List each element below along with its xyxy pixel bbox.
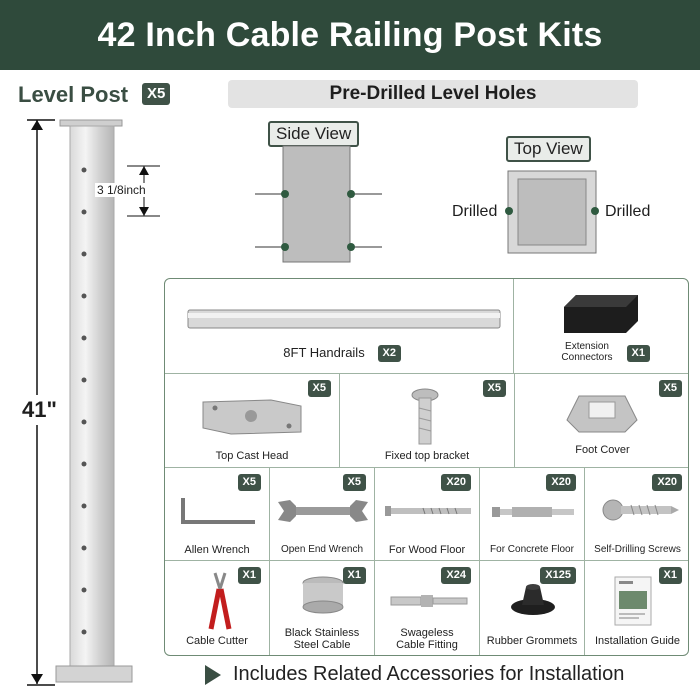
handrails-label: 8FT Handrails xyxy=(283,345,365,360)
wood-floor-cell: X20 For Wood Floor xyxy=(375,468,480,561)
bracket-cell: X5 Fixed top bracket xyxy=(340,374,515,468)
guide-qty: X1 xyxy=(658,567,682,584)
hole-spacing-label: 3 1/8inch xyxy=(95,183,148,197)
cast-head-image xyxy=(202,399,302,435)
cable-label-1: Black Stainless xyxy=(284,627,360,639)
top-view-tag: Top View xyxy=(506,136,591,162)
bracket-image xyxy=(411,388,439,445)
wood-screw-image xyxy=(385,506,471,516)
swageless-label-1: Swageless xyxy=(400,627,454,639)
allen-qty: X5 xyxy=(237,474,261,491)
anchor-bolt-image xyxy=(492,507,574,517)
connectors-qty: X1 xyxy=(626,345,650,362)
cable-label-2: Steel Cable xyxy=(293,639,351,651)
cast-head-label: Top Cast Head xyxy=(215,450,289,462)
bracket-qty: X5 xyxy=(482,380,506,397)
cable-cell: X1 Black Stainless Steel Cable xyxy=(270,561,375,655)
foot-cover-cell: X5 Foot Cover xyxy=(515,374,688,468)
allen-label: Allen Wrench xyxy=(184,544,250,556)
screws-cell: X20 Self-Drilling Screws xyxy=(585,468,688,561)
predrilled-heading: Pre-Drilled Level Holes xyxy=(228,80,638,108)
cutter-cell: X1 Cable Cutter xyxy=(165,561,270,655)
side-view-diagram xyxy=(255,145,382,263)
swageless-fitting-image xyxy=(390,595,468,607)
screws-label: Self-Drilling Screws xyxy=(594,544,681,555)
concrete-floor-cell: X20 For Concrete Floor xyxy=(480,468,585,561)
swageless-qty: X24 xyxy=(441,567,471,584)
swageless-cell: X24 Swageless Cable Fitting xyxy=(375,561,480,655)
cable-spool-image xyxy=(302,576,344,614)
page-title: 42 Inch Cable Railing Post Kits xyxy=(97,15,603,54)
concrete-floor-qty: X20 xyxy=(546,474,576,491)
cast-head-cell: X5 Top Cast Head xyxy=(165,374,340,468)
cable-cutter-image xyxy=(208,572,232,630)
drilled-right-label: Drilled xyxy=(605,203,651,220)
grommets-label: Rubber Grommets xyxy=(486,635,578,647)
open-wrench-label: Open End Wrench xyxy=(280,544,364,555)
top-view-diagram xyxy=(505,170,599,254)
footer-text: Includes Related Accessories for Install… xyxy=(233,663,625,685)
screws-qty: X20 xyxy=(652,474,682,491)
level-post-qty-badge: X5 xyxy=(142,83,171,105)
concrete-floor-label: For Concrete Floor xyxy=(490,544,574,555)
open-wrench-image xyxy=(278,500,368,522)
handrails-qty: X2 xyxy=(377,345,401,362)
foot-cover-qty: X5 xyxy=(658,380,682,397)
play-arrow-icon xyxy=(205,664,221,685)
self-drilling-screw-image xyxy=(602,499,679,521)
level-post-illustration xyxy=(27,119,160,686)
connector-image xyxy=(564,295,638,333)
grommets-qty: X125 xyxy=(540,567,576,584)
connectors-label-1: Extension xyxy=(565,341,609,352)
foot-cover-image xyxy=(566,395,638,433)
cast-head-qty: X5 xyxy=(307,380,331,397)
level-post-title: Level Post xyxy=(18,82,129,107)
wood-floor-qty: X20 xyxy=(441,474,471,491)
grommets-cell: X125 Rubber Grommets xyxy=(480,561,585,655)
cutter-qty: X1 xyxy=(237,567,261,584)
connectors-cell: Extension Connectors X1 xyxy=(514,279,688,374)
footer-note: Includes Related Accessories for Install… xyxy=(205,663,624,686)
handrails-cell: 8FT Handrails X2 xyxy=(165,279,514,374)
cutter-label: Cable Cutter xyxy=(186,635,248,647)
guide-label: Installation Guide xyxy=(595,635,680,647)
side-view-tag: Side View xyxy=(268,121,360,147)
allen-cell: X5 Allen Wrench xyxy=(165,468,270,561)
accessories-grid: 8FT Handrails X2 Extension Connectors X1… xyxy=(164,278,689,656)
allen-wrench-image xyxy=(181,498,255,524)
drilled-left-label: Drilled xyxy=(452,203,498,220)
title-banner: 42 Inch Cable Railing Post Kits xyxy=(0,0,700,70)
foot-cover-label: Foot Cover xyxy=(575,444,630,456)
wood-floor-label: For Wood Floor xyxy=(388,544,466,556)
open-wrench-qty: X5 xyxy=(342,474,366,491)
bracket-label: Fixed top bracket xyxy=(384,450,470,462)
guide-cell: X1 Installation Guide xyxy=(585,561,688,655)
connectors-label-2: Connectors xyxy=(561,352,613,363)
open-wrench-cell: X5 Open End Wrench xyxy=(270,468,375,561)
swageless-label-2: Cable Fitting xyxy=(396,639,458,651)
post-height-label: 41" xyxy=(22,395,57,425)
handrail-image xyxy=(187,309,501,329)
installation-guide-image xyxy=(614,576,652,626)
cable-qty: X1 xyxy=(342,567,366,584)
rubber-grommet-image xyxy=(511,584,555,615)
